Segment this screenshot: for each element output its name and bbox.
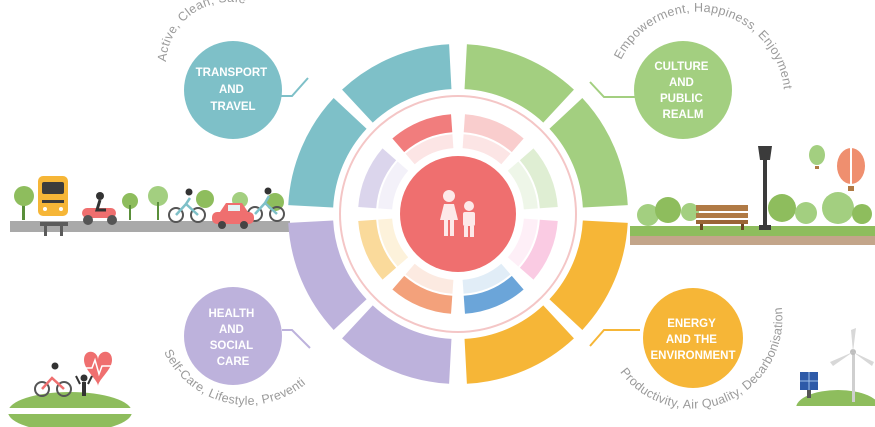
train-icon: [38, 176, 68, 236]
svg-text:TRANSPORT AND TRAV: TRANSPORT AND TRAVEL: [196, 67, 271, 113]
transport-outer-segment-a: [288, 98, 367, 208]
middle-ring-segment-5: [392, 275, 453, 314]
health-outer-segment-b: [288, 220, 367, 330]
health-label-line2: AND: [219, 324, 244, 336]
connector-transport: [278, 77, 309, 97]
park-bench-icon: [696, 205, 748, 230]
culture-label-line2: AND: [669, 77, 694, 89]
inner-ring-segment-7: [378, 161, 409, 210]
grass-strip-right: [630, 226, 875, 236]
middle-ring-segment-6: [358, 219, 397, 280]
soil-strip: [630, 236, 875, 245]
culture-label-line3: PUBLIC: [660, 93, 703, 105]
transport-label-line3: TRAVEL: [210, 101, 255, 113]
category-transport[interactable]: TRANSPORT AND TRAVEL: [184, 41, 282, 139]
hot-air-balloon-icon: [809, 145, 865, 191]
inner-ring-segment-6: [378, 218, 409, 267]
bicycle-icon: [34, 362, 72, 397]
energy-label-line2: AND THE: [666, 334, 717, 346]
middle-ring-segment-7: [358, 148, 397, 209]
car-icon: [212, 203, 254, 229]
person-icon: [75, 374, 93, 396]
heart-icon: [84, 351, 112, 386]
park-scene: [630, 145, 875, 245]
road: [10, 221, 290, 232]
tree-icon: [637, 192, 872, 226]
connector-health: [282, 329, 311, 349]
inner-ring-segment-5: [405, 263, 454, 294]
health-scene: [8, 351, 132, 427]
culture-outer-segment-b: [549, 98, 628, 208]
central-wheel: [288, 44, 628, 384]
svg-text:CULTURE AND PUBLIC: CULTURE AND PUBLIC REALM: [654, 61, 711, 121]
middle-ring-segment-1: [463, 114, 524, 153]
culture-label-line4: REALM: [663, 109, 704, 121]
health-circle: [184, 287, 282, 385]
center-circle: [400, 156, 516, 272]
inner-ring-segment-3: [507, 218, 538, 267]
connector-culture: [589, 81, 640, 98]
scooter-icon: [82, 192, 117, 225]
health-label-line4: CARE: [217, 356, 250, 368]
culture-circle: [634, 41, 732, 139]
energy-label-line1: ENERGY: [667, 318, 716, 330]
category-health[interactable]: HEALTH AND SOCIAL CARE: [184, 287, 282, 385]
inner-ring-segment-2: [507, 161, 538, 210]
culture-label-line1: CULTURE: [654, 61, 708, 73]
connector-energy: [589, 329, 640, 347]
transport-label-line2: AND: [219, 84, 244, 96]
energy-outer-segment-b: [464, 305, 574, 384]
culture-outer-segment-a: [464, 44, 574, 123]
health-outer-segment-a: [342, 305, 452, 384]
energy-scene: [794, 328, 875, 427]
category-culture[interactable]: CULTURE AND PUBLIC REALM: [634, 41, 732, 139]
energy-circle: [643, 288, 743, 388]
transport-label-line1: TRANSPORT: [196, 67, 268, 79]
health-label-line3: SOCIAL: [210, 340, 253, 352]
inner-ring-segment-8: [405, 134, 454, 165]
middle-ring-segment-3: [519, 219, 558, 280]
middle-ring-segment-8: [392, 114, 453, 153]
energy-label-line3: ENVIRONMENT: [651, 350, 736, 362]
transport-circle: [184, 41, 282, 139]
category-energy[interactable]: ENERGY AND THE ENVIRONMENT: [643, 288, 743, 388]
svg-text:HEALTH AND SOCIAL: HEALTH AND SOCIAL CARE: [209, 308, 258, 368]
middle-ring-segment-2: [519, 148, 558, 209]
middle-ring-segment-4: [463, 275, 524, 314]
health-label-line1: HEALTH: [209, 308, 255, 320]
svg-text:ENERGY AND THE ENV: ENERGY AND THE ENVIRONMENT: [651, 318, 736, 362]
connector-lines: [278, 77, 640, 349]
street-lamp-icon: [758, 146, 772, 230]
transport-outer-segment-b: [342, 44, 452, 123]
wind-turbine-icon: [830, 328, 874, 402]
family-icon: [440, 190, 475, 237]
inner-ring-segment-4: [462, 263, 511, 294]
transport-scene: [10, 176, 290, 236]
solar-panel-icon: [800, 372, 818, 398]
energy-outer-segment-a: [549, 220, 628, 330]
inner-ring-segment-1: [462, 134, 511, 165]
